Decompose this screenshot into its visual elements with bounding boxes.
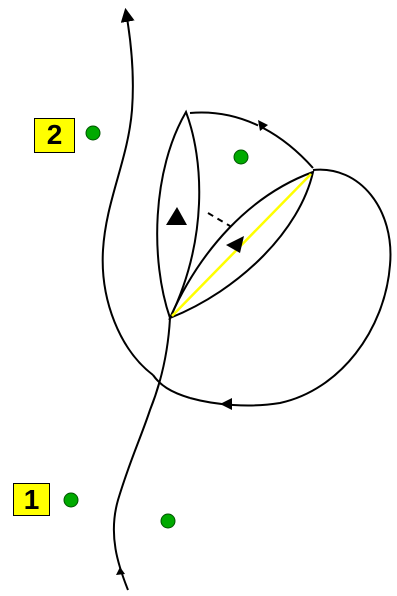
label-2: 2	[34, 118, 75, 153]
green-node-upper-center	[233, 149, 249, 165]
path-bottom-lower	[112, 317, 171, 591]
label-1: 1	[13, 483, 50, 516]
green-node-label2	[85, 125, 101, 141]
arrowhead-lower-icon	[220, 398, 232, 410]
arc-right-loop	[189, 168, 392, 407]
dashed-connector	[207, 212, 231, 227]
arrowhead-diagonal-icon	[226, 236, 244, 253]
triangle-marker-icon	[166, 207, 187, 225]
arc-top	[189, 111, 314, 169]
green-node-lower-center	[160, 513, 176, 529]
path-left-loop	[101, 7, 154, 376]
lens-upper-left	[156, 109, 201, 321]
arrowhead-bottom-icon	[116, 567, 125, 575]
arrowhead-top-icon	[258, 120, 268, 131]
arc-bottom-return	[152, 374, 191, 399]
lens-right	[168, 170, 315, 320]
green-node-label1	[63, 492, 79, 508]
